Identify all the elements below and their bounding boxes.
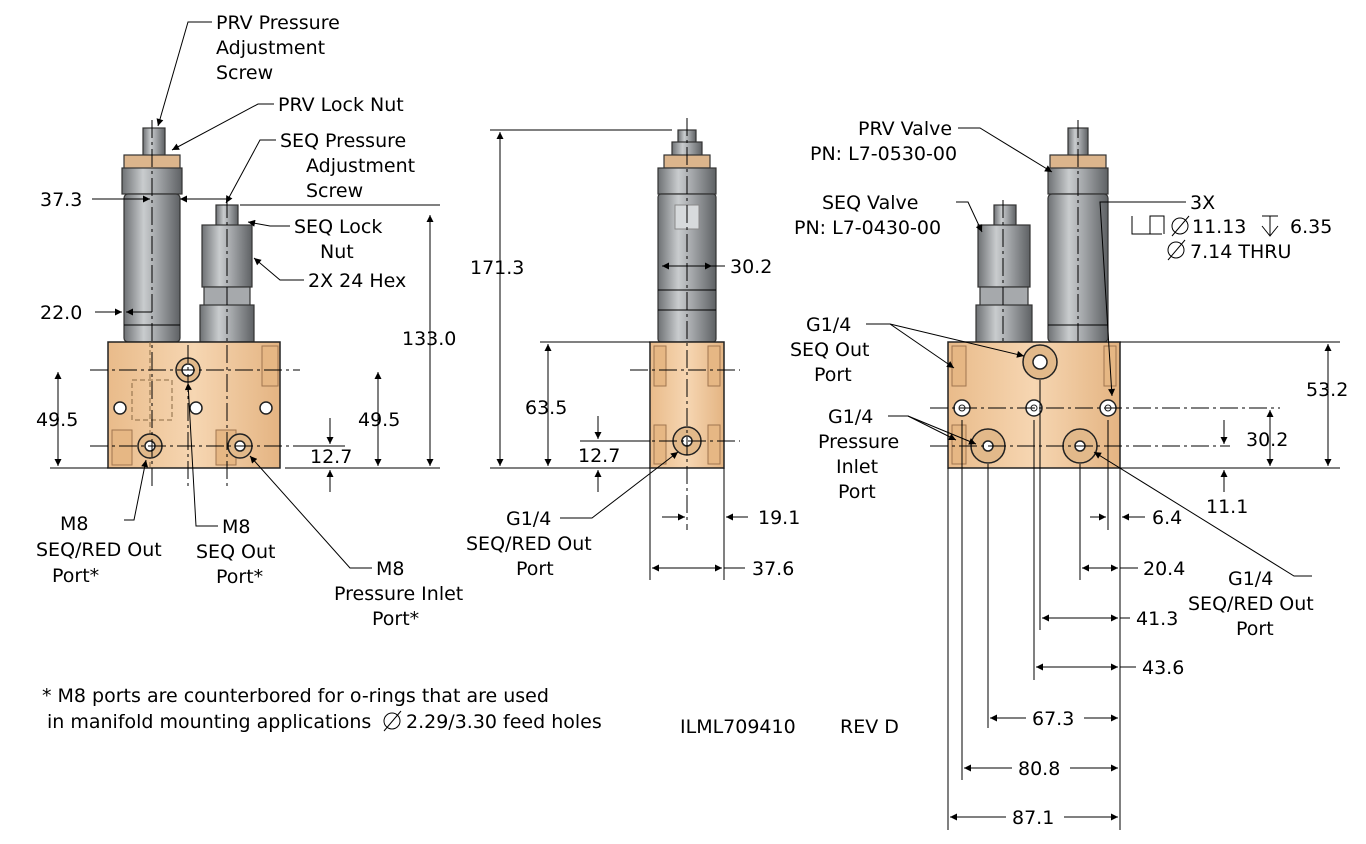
dim-43-6: 43.6 — [1142, 657, 1184, 679]
left-view: 37.3 22.0 133.0 49.5 49.5 12.7 PRV Press… — [36, 12, 463, 630]
callout-prv-valve-2: PN: L7-0530-00 — [810, 143, 957, 165]
dim-133-0: 133.0 — [402, 328, 456, 350]
dim-171-3: 171.3 — [470, 257, 524, 279]
callout-g14-seq-red-1: G1/4 — [1228, 568, 1273, 590]
callout-prv-adjust-3: Screw — [216, 62, 273, 84]
right-view: 53.2 30.2 11.1 6.4 20.4 41.3 43.6 67.3 8… — [790, 118, 1348, 830]
mount-depth: 6.35 — [1290, 216, 1332, 238]
dim-53-2: 53.2 — [1306, 379, 1348, 401]
callout-m8-inlet-1: M8 — [376, 558, 404, 580]
dim-37-3: 37.3 — [40, 189, 82, 211]
middle-view: 171.3 30.2 63.5 12.7 19.1 37.6 G1/4 SEQ/… — [466, 118, 800, 580]
revision: REV D — [840, 716, 899, 738]
callout-g14-seq-out-1: G1/4 — [806, 314, 851, 336]
dim-63-5: 63.5 — [525, 397, 567, 419]
dim-11-1: 11.1 — [1206, 496, 1248, 518]
callout-m8-seq-out-1: M8 — [222, 516, 250, 538]
footnote-line-2: in manifold mounting applications — [47, 711, 371, 733]
dim-12-7-left: 12.7 — [310, 446, 352, 468]
callout-hex: 2X 24 Hex — [308, 270, 406, 292]
callout-g14-inlet-3: Inlet — [836, 456, 878, 478]
callout-seq-adjust-3: Screw — [306, 180, 363, 202]
callout-seq-lock-2: Nut — [320, 241, 354, 263]
footnote-line-1: * M8 ports are counterbored for o-rings … — [42, 685, 549, 707]
callout-m8-inlet-3: Port* — [372, 608, 419, 630]
callout-seq-adjust-1: SEQ Pressure — [280, 130, 406, 152]
callout-mid-g14-2: SEQ/RED Out — [466, 533, 592, 555]
callout-seq-valve-2: PN: L7-0430-00 — [794, 217, 941, 239]
dim-22-0: 22.0 — [40, 302, 82, 324]
callout-prv-valve-1: PRV Valve — [858, 118, 952, 140]
dim-80-8: 80.8 — [1018, 758, 1060, 780]
diameter-icon-thru — [1167, 239, 1186, 261]
callout-g14-seq-out-2: SEQ Out — [790, 339, 870, 361]
callout-g14-inlet-2: Pressure — [818, 431, 899, 453]
dim-87-1: 87.1 — [1012, 807, 1054, 829]
callout-seq-valve-1: SEQ Valve — [822, 192, 918, 214]
callout-g14-inlet-4: Port — [838, 481, 876, 503]
dim-30-2-middle: 30.2 — [730, 256, 772, 278]
seq-cartridge-right — [977, 224, 1031, 288]
dim-12-7-middle: 12.7 — [578, 445, 620, 467]
callout-m8-seq-red-3: Port* — [52, 565, 99, 587]
callout-prv-adjust-1: PRV Pressure — [216, 12, 340, 34]
dim-67-3: 67.3 — [1032, 708, 1074, 730]
depth-icon — [1261, 215, 1279, 237]
callout-g14-seq-out-3: Port — [814, 364, 852, 386]
callout-seq-lock-1: SEQ Lock — [294, 216, 382, 238]
drawing-number: ILML709410 — [680, 716, 796, 738]
callout-mid-g14-1: G1/4 — [506, 508, 551, 530]
callout-seq-adjust-2: Adjustment — [306, 155, 415, 177]
counterbore-icon — [1149, 215, 1165, 234]
callout-m8-inlet-2: Pressure Inlet — [334, 583, 463, 605]
callout-m8-seq-red-2: SEQ/RED Out — [36, 539, 162, 561]
footnote: * M8 ports are counterbored for o-rings … — [42, 685, 602, 733]
footnote-line-3: 2.29/3.30 feed holes — [406, 711, 602, 733]
callout-prv-adjust-2: Adjustment — [216, 37, 325, 59]
callout-g14-seq-red-2: SEQ/RED Out — [1188, 593, 1314, 615]
callout-g14-seq-red-3: Port — [1236, 618, 1274, 640]
callout-m8-seq-out-2: SEQ Out — [196, 541, 276, 563]
dim-41-3: 41.3 — [1136, 608, 1178, 630]
callout-mid-g14-3: Port — [516, 558, 554, 580]
dim-20-4: 20.4 — [1143, 558, 1185, 580]
dim-30-2-right: 30.2 — [1246, 429, 1288, 451]
callout-prv-lock-nut: PRV Lock Nut — [278, 94, 404, 116]
mount-thru: 7.14 THRU — [1190, 241, 1291, 263]
callout-3x: 3X — [1190, 192, 1215, 214]
dim-49-5-right: 49.5 — [358, 409, 400, 431]
dim-6-4: 6.4 — [1152, 507, 1182, 529]
dim-49-5-left: 49.5 — [36, 409, 78, 431]
dim-19-1: 19.1 — [758, 507, 800, 529]
mount-cbore-dia: 11.13 — [1192, 216, 1246, 238]
dim-37-6: 37.6 — [752, 558, 794, 580]
callout-g14-inlet-1: G1/4 — [828, 406, 873, 428]
callout-m8-seq-red-1: M8 — [60, 513, 88, 535]
callout-m8-seq-out-3: Port* — [216, 566, 263, 588]
diameter-icon — [1171, 215, 1190, 237]
diameter-icon-feed — [383, 710, 402, 732]
